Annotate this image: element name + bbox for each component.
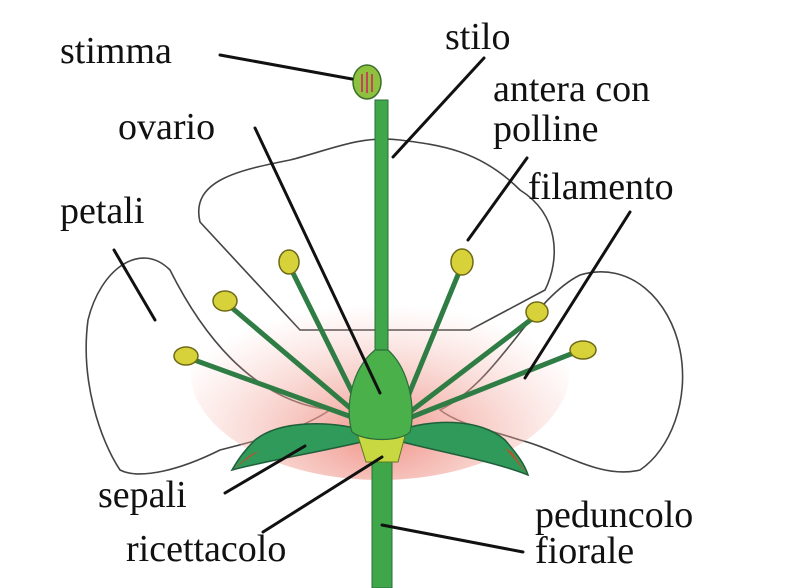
stigma-lobes: [361, 72, 373, 93]
label-ovario: ovario: [118, 106, 216, 148]
label-filamento: filamento: [528, 166, 674, 208]
label-stilo: stilo: [445, 16, 511, 58]
sepal-left-tip: [232, 450, 260, 470]
style: [374, 99, 389, 361]
leader-ricettacolo: [261, 455, 384, 534]
sepal-right-tip: [505, 448, 528, 475]
leader-peduncolo: [380, 523, 525, 554]
anthers: [173, 248, 597, 366]
leader-stilo: [391, 56, 486, 159]
leader-petali: [112, 248, 157, 322]
label-antera-line1: antera con: [493, 68, 651, 110]
leader-sepali: [223, 444, 307, 495]
label-sepali: sepali: [98, 474, 187, 516]
leader-ovario: [253, 126, 382, 395]
peduncle: [371, 447, 393, 588]
leader-stimma: [218, 53, 354, 81]
label-stimma: stimma: [60, 30, 172, 72]
ovary: [348, 349, 413, 441]
leader-filamento: [523, 210, 632, 380]
leader-lines: [112, 53, 632, 554]
label-peduncolo-line2: fiorale: [535, 530, 635, 572]
leader-antera: [466, 156, 529, 242]
label-peduncolo-line1: peduncolo: [535, 494, 694, 536]
label-petali: petali: [60, 190, 145, 232]
label-ricettacolo: ricettacolo: [126, 528, 287, 570]
sepal-right: [394, 421, 530, 477]
label-antera-line2: polline: [493, 108, 599, 150]
